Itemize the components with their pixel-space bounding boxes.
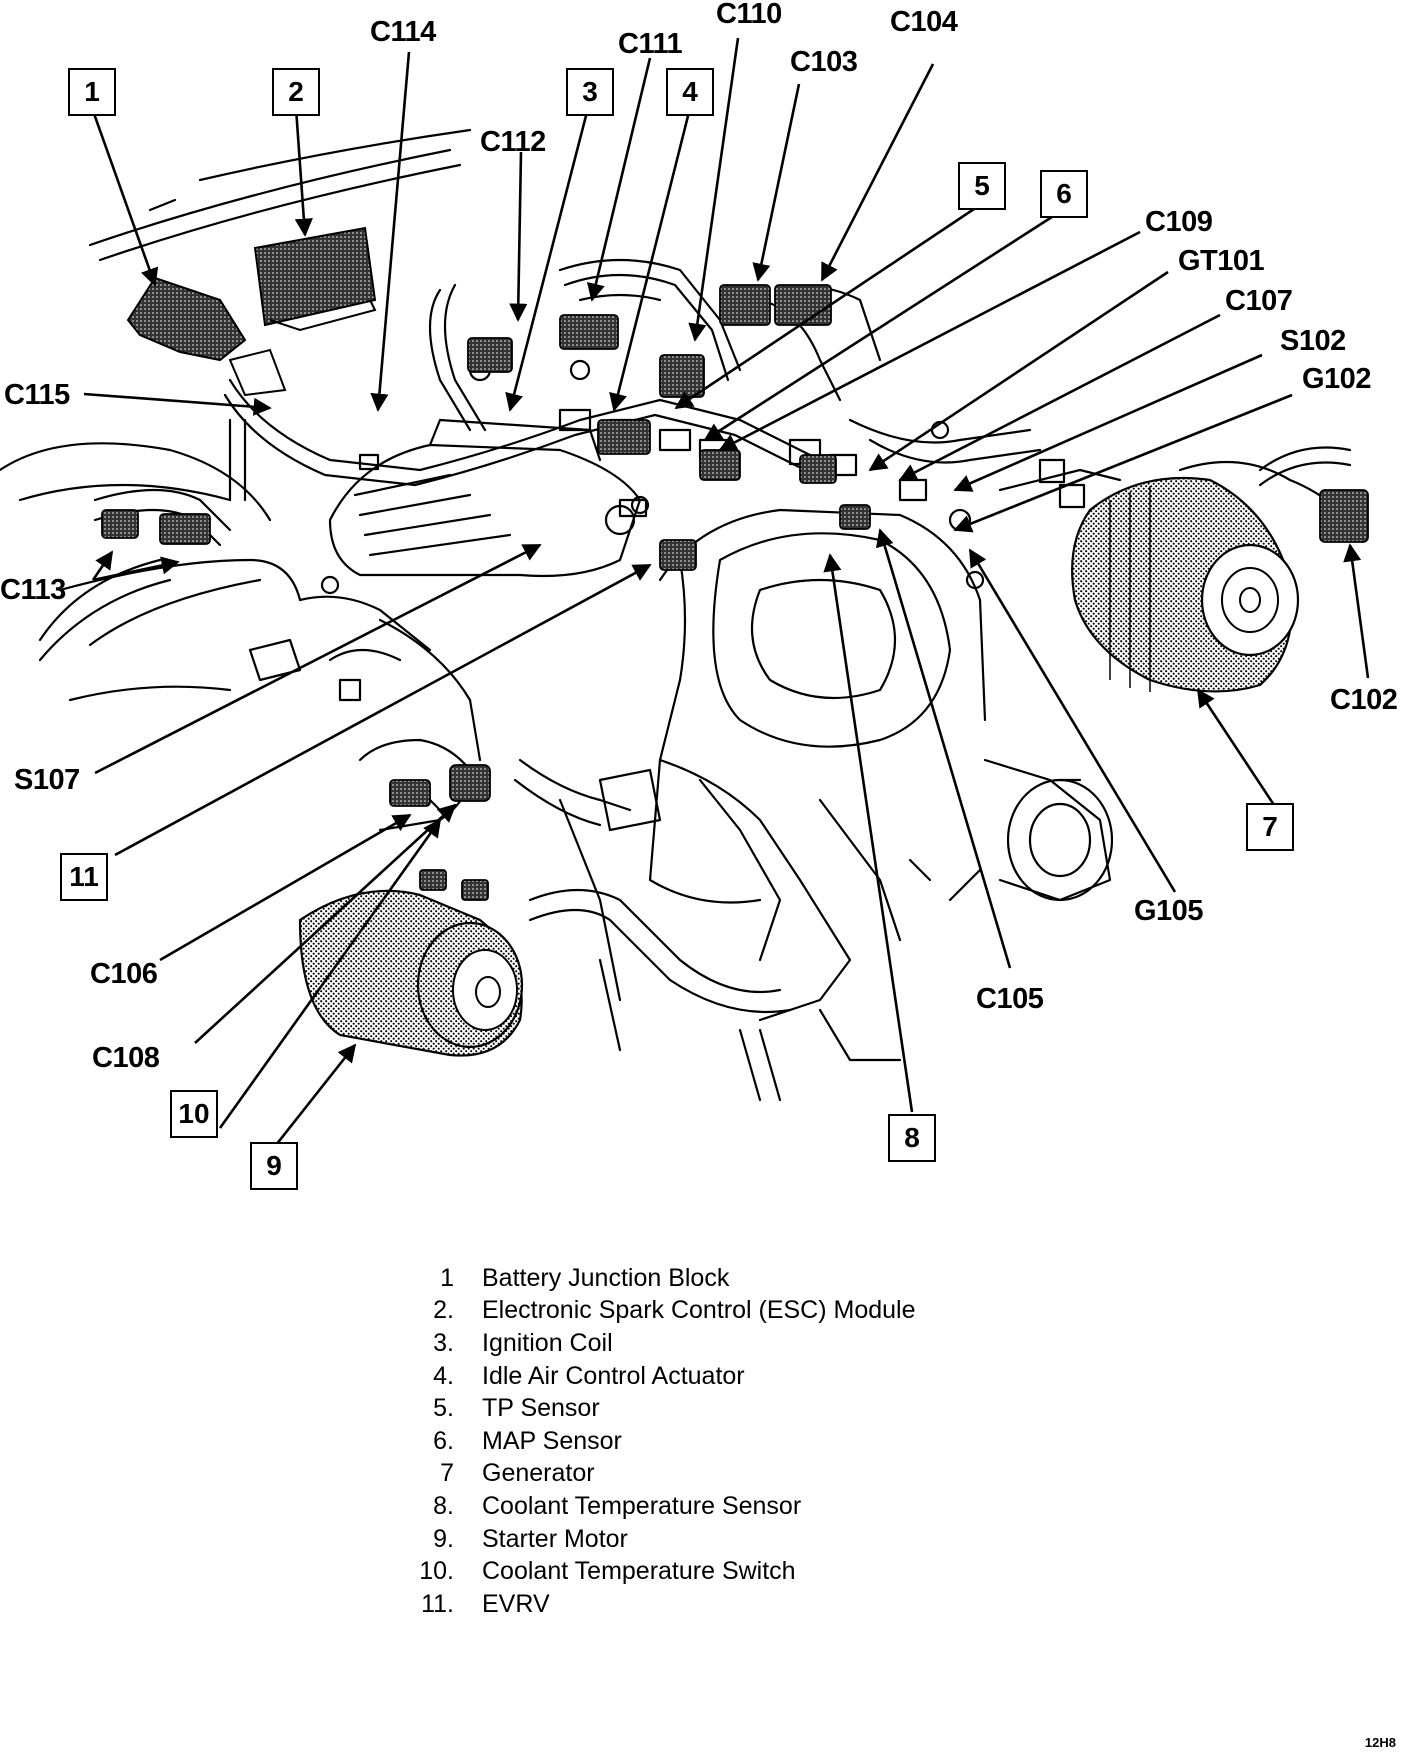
callout-box-9: 9 (250, 1142, 298, 1190)
callout-c105: C105 (976, 983, 1044, 1015)
callout-box-2: 2 (272, 68, 320, 116)
starter-motor-shape (298, 889, 524, 1057)
callout-box-10: 10 (170, 1090, 218, 1138)
callout-c103: C103 (790, 46, 858, 78)
legend-number: 4. (433, 1361, 454, 1390)
legend-row: 5. TP Sensor (400, 1392, 1100, 1425)
callout-s107: S107 (14, 764, 80, 796)
callout-c115: C115 (4, 379, 70, 411)
callout-c102: C102 (1330, 684, 1398, 716)
legend-row: 8. Coolant Temperature Sensor (400, 1490, 1100, 1523)
engine-wiring-diagram: C114 C111 C110 C104 C103 C112 C109 GT101… (0, 0, 1398, 1190)
legend-component-name: Idle Air Control Actuator (482, 1361, 745, 1390)
legend-component-name: Coolant Temperature Sensor (482, 1491, 802, 1520)
esc-module-shape (253, 226, 377, 332)
component-legend: 1 Battery Junction Block 2. Electronic Spar… (400, 1262, 1100, 1621)
legend-number: 11. (421, 1589, 454, 1618)
callout-c113: C113 (0, 574, 66, 606)
legend-row: 3. Ignition Coil (400, 1327, 1100, 1360)
legend-component-name: MAP Sensor (482, 1426, 622, 1455)
legend-number: 6. (433, 1426, 454, 1455)
legend-component-name: Generator (482, 1459, 595, 1488)
callout-c106: C106 (90, 958, 158, 990)
callout-c107: C107 (1225, 285, 1293, 317)
legend-number: 2. (433, 1296, 454, 1325)
callout-g102: G102 (1302, 363, 1371, 395)
legend-row: 9. Starter Motor (400, 1523, 1100, 1556)
legend-component-name: EVRV (482, 1589, 550, 1618)
legend-number: 10. (419, 1557, 454, 1586)
legend-row: 6. MAP Sensor (400, 1425, 1100, 1458)
callout-box-8: 8 (888, 1114, 936, 1162)
legend-number: 9. (433, 1524, 454, 1553)
callout-box-6: 6 (1040, 170, 1088, 218)
callout-box-4: 4 (666, 68, 714, 116)
callout-c108: C108 (92, 1042, 160, 1074)
legend-number: 5. (433, 1394, 454, 1423)
legend-number: 7 (440, 1459, 454, 1488)
legend-number: 8. (433, 1491, 454, 1520)
legend-row: 11. EVRV (400, 1588, 1100, 1621)
legend-component-name: Ignition Coil (482, 1328, 613, 1357)
callout-c112: C112 (480, 126, 546, 158)
callout-c109: C109 (1145, 206, 1213, 238)
legend-number: 1 (440, 1263, 454, 1292)
callout-box-5: 5 (958, 162, 1006, 210)
callout-c114: C114 (370, 16, 436, 48)
legend-row: 7 Generator (400, 1458, 1100, 1491)
legend-component-name: Battery Junction Block (482, 1263, 730, 1292)
callout-gt101: GT101 (1178, 245, 1265, 277)
callout-g105: G105 (1134, 895, 1203, 927)
callout-box-3: 3 (566, 68, 614, 116)
legend-component-name: TP Sensor (482, 1394, 600, 1423)
callout-box-11: 11 (60, 853, 108, 901)
legend-component-name: Electronic Spark Control (ESC) Module (482, 1296, 916, 1325)
callout-c104: C104 (890, 6, 958, 38)
callout-s102: S102 (1280, 325, 1346, 357)
engine-drawing (0, 37, 1370, 1146)
legend-row: 4. Idle Air Control Actuator (400, 1360, 1100, 1393)
callout-box-1: 1 (68, 68, 116, 116)
figure-id: 12H8 (1364, 1735, 1396, 1750)
leader-lines (83, 37, 1370, 1146)
legend-number: 3. (433, 1328, 454, 1357)
callout-c110: C110 (716, 0, 782, 30)
generator-shape (1071, 476, 1300, 693)
legend-component-name: Coolant Temperature Switch (482, 1557, 796, 1586)
legend-row: 10. Coolant Temperature Switch (400, 1555, 1100, 1588)
legend-component-name: Starter Motor (482, 1524, 628, 1553)
callout-box-7: 7 (1246, 803, 1294, 851)
battery-junction-block-shape (126, 276, 287, 397)
connector-cluster (101, 284, 1369, 901)
callout-c111: C111 (618, 28, 683, 60)
legend-row: 2. Electronic Spark Control (ESC) Module (400, 1295, 1100, 1328)
legend-row: 1 Battery Junction Block (400, 1262, 1100, 1295)
